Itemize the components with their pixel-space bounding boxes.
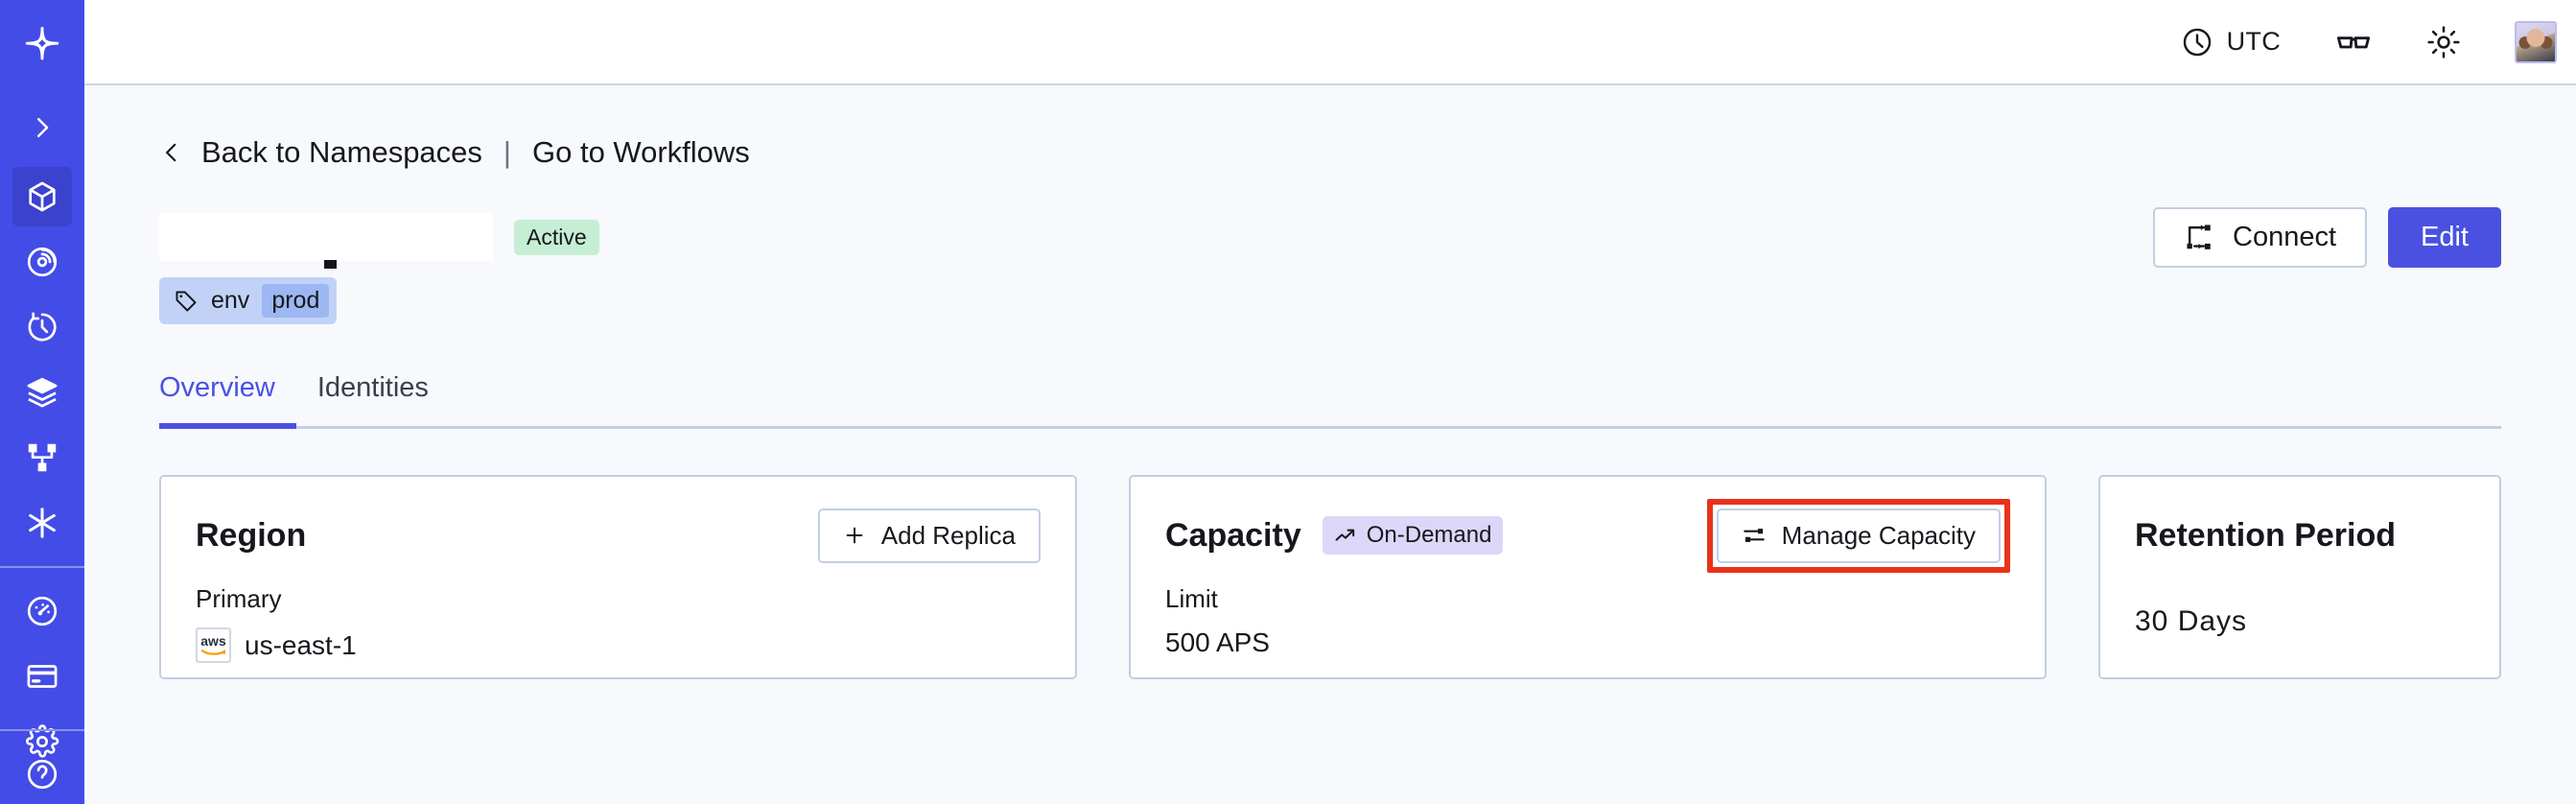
sidebar-item-schedules[interactable] [12, 297, 72, 357]
retention-value: 30 Days [2135, 605, 2248, 637]
region-card: Region Add Replica Primary aws [159, 475, 1077, 679]
tab-identities[interactable]: Identities [316, 372, 429, 403]
aws-swoosh-icon [200, 650, 225, 655]
region-value: us-east-1 [245, 629, 357, 660]
manage-capacity-highlight: Manage Capacity [1706, 498, 2010, 573]
glasses-button[interactable] [2334, 23, 2373, 61]
go-to-workflows-link[interactable]: Go to Workflows [531, 135, 750, 169]
sidebar-item-help[interactable] [12, 745, 72, 804]
breadcrumb-separator: | [503, 135, 511, 169]
capacity-value: 500 APS [1165, 627, 1270, 657]
chevron-left-icon [166, 143, 176, 162]
sidebar-item-workflows[interactable] [12, 428, 72, 487]
edit-button[interactable]: Edit [2388, 206, 2501, 268]
namespace-title-row: Active Connect Edit [159, 206, 2501, 269]
trending-up-icon [1335, 529, 1354, 541]
page-title [159, 213, 493, 269]
spiral-eye-icon [27, 247, 58, 277]
aws-logo-icon: aws [196, 627, 231, 663]
capacity-mode-label: On-Demand [1366, 522, 1492, 548]
overview-cards: Region Add Replica Primary aws [159, 475, 2501, 679]
tag-icon [176, 290, 197, 312]
sidebar-secondary-group [12, 581, 72, 777]
add-replica-button[interactable]: Add Replica [817, 508, 1041, 563]
topbar: UTC [84, 0, 2576, 85]
credit-card-icon [27, 665, 58, 688]
add-replica-label: Add Replica [880, 520, 1016, 550]
temporal-star-logo-icon [25, 26, 59, 60]
status-badge: Active [514, 219, 599, 255]
asterisk-icon [29, 508, 56, 538]
region-card-head: Region Add Replica [196, 508, 1041, 563]
sidebar-item-usage[interactable] [12, 581, 72, 641]
sun-icon [2427, 25, 2460, 59]
back-to-namespaces-link[interactable]: Back to Namespaces [159, 135, 482, 170]
glasses-icon [2336, 35, 2371, 48]
capacity-card-title: Capacity [1165, 516, 1301, 554]
connection-flow-icon [2187, 225, 2211, 249]
sidebar-divider-2 [0, 729, 84, 731]
page-content: Back to Namespaces | Go to Workflows Act… [84, 85, 2576, 679]
sidebar-item-namespaces[interactable] [12, 167, 72, 226]
sidebar-item-batch-operations[interactable] [12, 363, 72, 422]
timezone-label: UTC [2226, 27, 2281, 56]
sidebar-logo[interactable] [0, 0, 84, 88]
breadcrumb: Back to Namespaces | Go to Workflows [159, 135, 2501, 170]
chevron-right-icon [37, 118, 49, 137]
help-circle-icon [27, 759, 58, 790]
plus-icon [846, 527, 863, 544]
retention-card-head: Retention Period [2135, 509, 2465, 561]
namespace-tag[interactable]: env prod [159, 277, 338, 324]
sidebar-primary-group [12, 167, 72, 558]
connect-button[interactable]: Connect [2153, 206, 2368, 268]
capacity-card-head: Capacity On-Demand [1165, 498, 2010, 573]
git-branch-icon [28, 443, 57, 472]
avatar[interactable] [2515, 20, 2557, 63]
tab-overview[interactable]: Overview [159, 372, 296, 429]
main-area: UTC [84, 0, 2576, 804]
retention-card-title: Retention Period [2135, 516, 2397, 554]
tab-bar: Overview Identities [159, 372, 2501, 429]
retention-card: Retention Period 30 Days [2098, 475, 2501, 679]
capacity-sublabel: Limit [1165, 584, 1218, 613]
sidebar-expand-button[interactable] [0, 88, 84, 167]
capacity-card: Capacity On-Demand [1129, 475, 2047, 679]
region-sublabel: Primary [196, 584, 282, 613]
sidebar [0, 0, 84, 804]
sidebar-item-billing[interactable] [12, 647, 72, 706]
connect-label: Connect [2233, 221, 2337, 252]
capacity-mode-badge: On-Demand [1322, 516, 1504, 555]
manage-capacity-label: Manage Capacity [1781, 520, 1976, 550]
manage-capacity-button[interactable]: Manage Capacity [1716, 508, 2001, 563]
sidebar-item-settings[interactable] [12, 712, 72, 771]
layers-icon [27, 377, 58, 408]
gauge-icon [27, 596, 58, 627]
tag-value: prod [262, 284, 330, 318]
sidebar-divider-1 [0, 566, 84, 568]
sidebar-bottom-group [0, 721, 84, 804]
gear-icon [26, 724, 59, 758]
sidebar-item-observability[interactable] [12, 232, 72, 292]
theme-toggle-button[interactable] [2426, 25, 2461, 59]
clock-icon [2183, 28, 2211, 56]
back-label: Back to Namespaces [201, 135, 482, 169]
tag-key: env [211, 287, 250, 314]
region-card-title: Region [196, 516, 307, 554]
timer-icon [28, 312, 57, 342]
region-value-row: aws us-east-1 [196, 627, 1041, 663]
sliders-icon [1743, 529, 1765, 542]
sidebar-item-nexus[interactable] [12, 493, 72, 553]
aws-logo-text: aws [200, 633, 226, 649]
cube-icon [29, 181, 56, 212]
timezone-selector[interactable]: UTC [2181, 26, 2281, 59]
